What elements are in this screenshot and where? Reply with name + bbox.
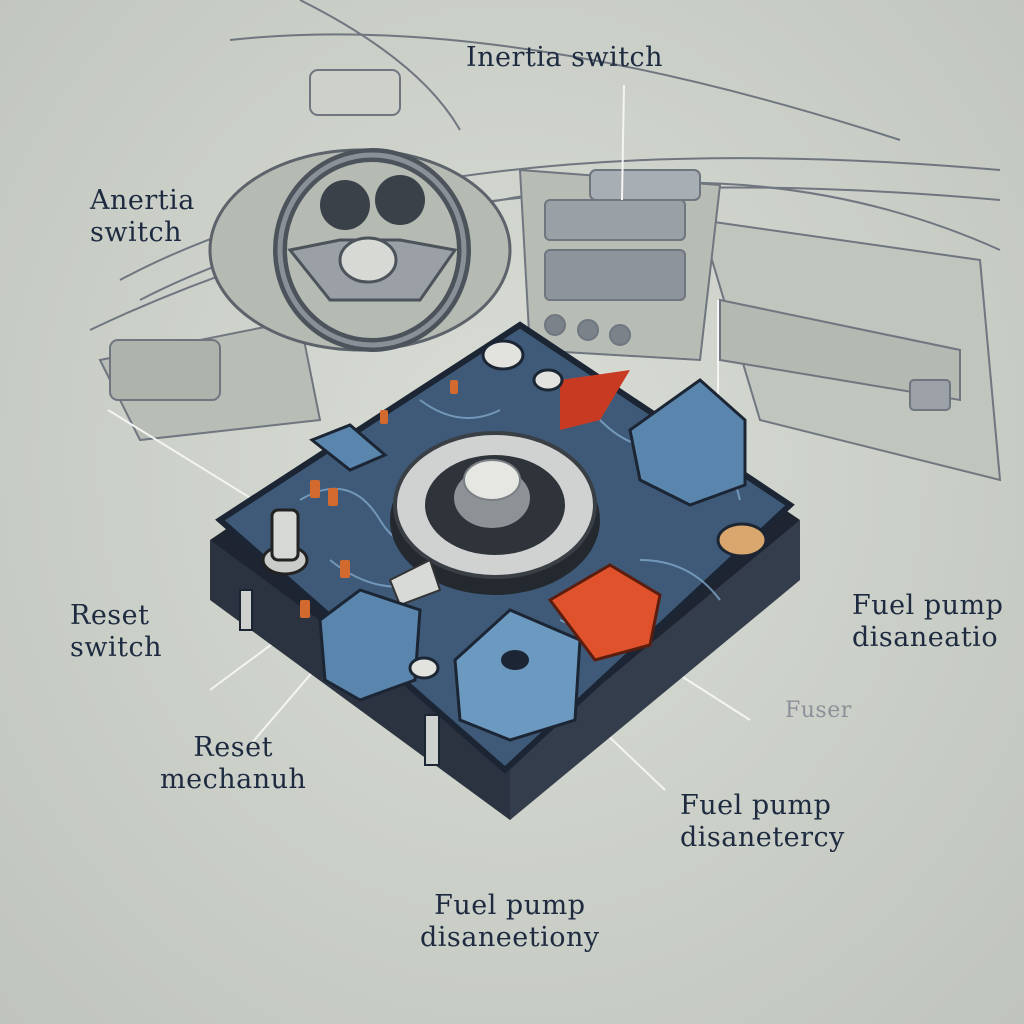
label-line-1: Fuel pump — [680, 790, 832, 821]
label-reset-mechanism: Reset mechanuh — [160, 732, 306, 796]
label-line-2: switch — [70, 632, 162, 663]
label-line-1: Reset — [70, 600, 150, 631]
label-line-1: Anertia — [90, 185, 195, 216]
label-fuser: Fuser — [785, 698, 852, 723]
label-line-2: mechanuh — [160, 764, 307, 795]
steering-wheel — [208, 148, 512, 352]
label-line-1: Fuel pump — [434, 890, 586, 921]
dashboard-sketch — [89, 0, 1002, 482]
label-line-2: switch — [90, 217, 182, 248]
label-line-2: disanetercy — [680, 822, 845, 853]
label-inertia-switch-top: Inertia switch — [466, 42, 664, 73]
label-fuel-pump-bottom: Fuel pump disaneetiony — [420, 890, 600, 954]
label-line-1: Fuel pump — [852, 590, 1004, 621]
inertia-switch-module — [210, 321, 800, 820]
label-line-2: disaneetiony — [420, 922, 600, 953]
label-line-1: Reset — [193, 732, 273, 763]
label-anertia-switch: Anertia switch — [90, 185, 195, 249]
label-fuel-pump-mid: Fuel pump disanetercy — [680, 790, 845, 854]
label-fuel-pump-right: Fuel pump disaneatio — [852, 590, 1003, 654]
label-line-2: disaneatio — [852, 622, 999, 653]
label-reset-switch: Reset switch — [70, 600, 162, 664]
